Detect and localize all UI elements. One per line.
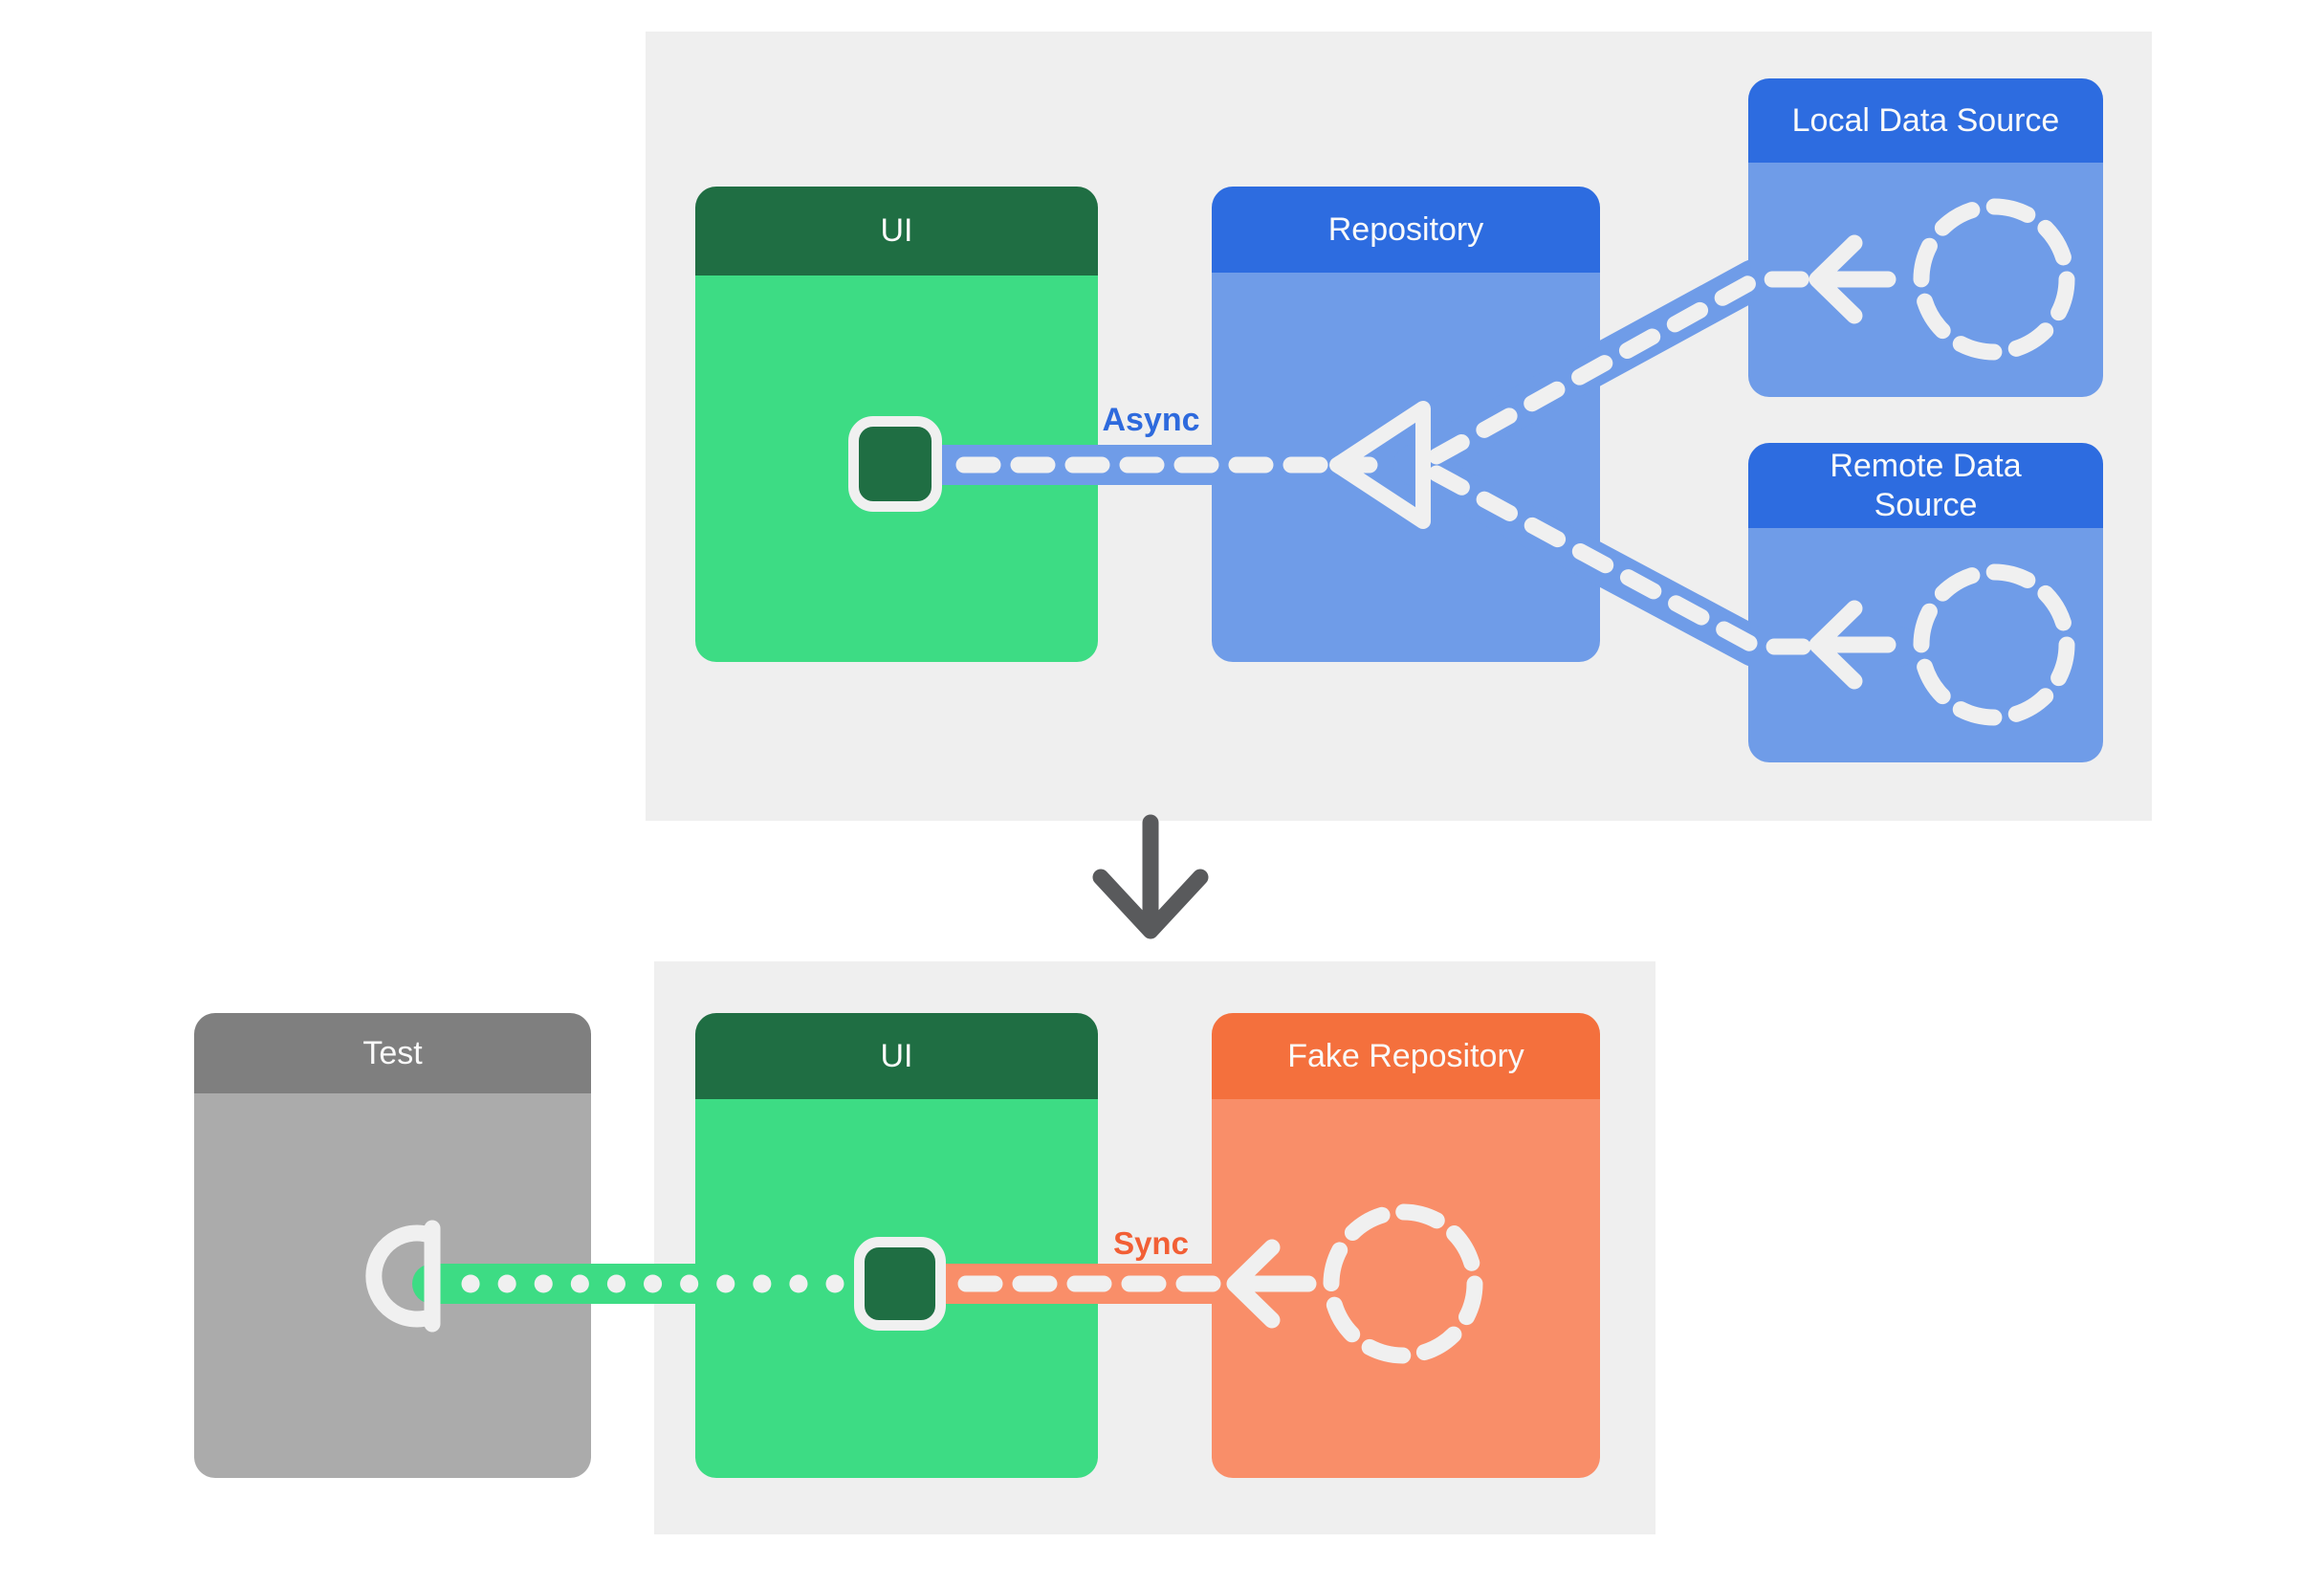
card-fake-repository-body [1212,1099,1600,1478]
card-local-data-source: Local Data Source [1748,78,2103,397]
card-fake-repository-header: Fake Repository [1212,1013,1600,1099]
card-ui-top-header: UI [695,187,1098,276]
card-repository-title: Repository [1327,210,1484,248]
card-test: Test [194,1013,591,1478]
card-test-title: Test [362,1034,423,1071]
card-fake-repository-title: Fake Repository [1287,1037,1524,1074]
card-repository: Repository [1212,187,1600,662]
card-repository-body [1212,273,1600,662]
card-ui-bottom-title: UI [880,1037,913,1074]
card-test-header: Test [194,1013,591,1093]
card-fake-repository: Fake Repository [1212,1013,1600,1478]
async-label: Async [1102,402,1200,438]
ui-state-chip-bottom [854,1237,946,1331]
card-test-body [194,1093,591,1478]
card-ui-top-title: UI [880,212,913,250]
ui-state-chip-top [848,416,942,512]
card-local-data-source-header: Local Data Source [1748,78,2103,163]
sync-label: Sync [1113,1225,1189,1261]
card-remote-data-source-title: Remote Data Source [1830,448,2022,523]
card-local-data-source-body [1748,163,2103,397]
card-remote-data-source-body [1748,528,2103,762]
card-remote-data-source-header: Remote Data Source [1748,443,2103,528]
card-remote-data-source: Remote Data Source [1748,443,2103,762]
card-local-data-source-title: Local Data Source [1791,101,2060,139]
card-repository-header: Repository [1212,187,1600,273]
card-ui-bottom-header: UI [695,1013,1098,1099]
down-arrow-icon [1092,814,1209,939]
